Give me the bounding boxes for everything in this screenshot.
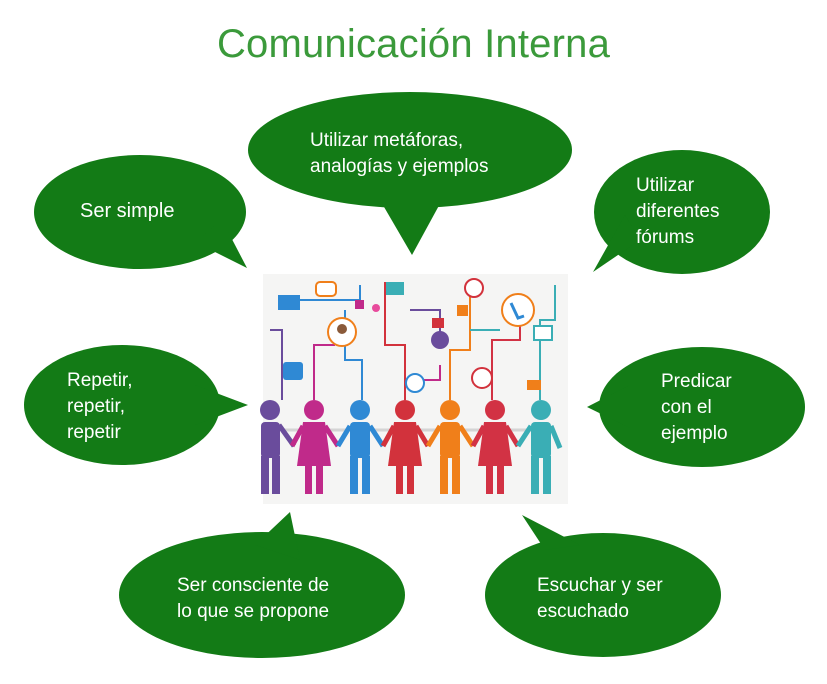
- bubble-escuchar: [485, 515, 721, 657]
- bubble-text-repetir: Repetir, repetir, repetir: [67, 368, 132, 446]
- bubble-forums: [593, 150, 770, 274]
- monitor-icon: [533, 325, 553, 341]
- bubble-line: Predicar: [661, 371, 732, 392]
- person-figure: [380, 400, 431, 494]
- bubble-line: Utilizar metáforas,: [310, 130, 464, 151]
- pencil-icon: [431, 331, 449, 349]
- bubble-predicar: [587, 347, 805, 467]
- person-figure: [289, 400, 341, 494]
- book-icon: [432, 318, 444, 328]
- network-people-illustration: [260, 274, 568, 504]
- page-title: Comunicación Interna: [216, 22, 611, 66]
- bubble-line: lo que se propone: [177, 601, 330, 622]
- people-row: [260, 400, 563, 494]
- bubble-line: Escuchar y ser: [537, 575, 663, 596]
- bubble-text-predicar: Predicar con el ejemplo: [661, 369, 732, 447]
- person-figure: [425, 400, 476, 494]
- bubble-line: Ser simple: [80, 200, 175, 222]
- chat-icon: [315, 281, 337, 297]
- bubble-line: escuchado: [537, 601, 629, 622]
- at-sign-icon: [464, 278, 484, 298]
- person-figure: [515, 400, 563, 494]
- bubble-consciente: [119, 512, 405, 658]
- person-figure: [470, 400, 521, 494]
- bubble-line: Ser consciente de: [177, 575, 330, 596]
- bubble-text-consciente: Ser consciente de lo que se propone: [177, 573, 329, 625]
- bubble-text-escuchar: Escuchar y ser escuchado: [537, 573, 663, 625]
- bubble-line: repetir,: [67, 396, 126, 417]
- bubble-text-simple: Ser simple: [80, 198, 174, 224]
- person-figure: [260, 400, 297, 494]
- bubble-simple: [34, 155, 247, 269]
- tag-icon: [355, 300, 364, 309]
- person-figure: [335, 400, 386, 494]
- bubble-metaforas: [248, 92, 572, 255]
- bubble-line: Repetir,: [67, 370, 133, 391]
- emoticon-icon: [527, 380, 541, 390]
- bubble-line: Utilizar: [636, 175, 695, 196]
- mail-icon: [278, 295, 300, 310]
- bubble-text-forums: Utilizar diferentes fórums: [636, 173, 719, 251]
- star-icon: [372, 304, 380, 312]
- network-icons: [278, 278, 553, 393]
- download-icon: [471, 367, 493, 389]
- bubble-line: analogías y ejemplos: [310, 156, 489, 177]
- bubble-line: ejemplo: [661, 423, 728, 444]
- bubble-repetir: [24, 345, 248, 465]
- person-icon: [405, 373, 425, 393]
- bubble-line: con el: [661, 397, 712, 418]
- bubble-line: fórums: [636, 227, 695, 248]
- network-lines: [270, 282, 556, 400]
- like-icon: [283, 362, 303, 380]
- phone-icon: [501, 293, 535, 327]
- document-icon: [457, 305, 468, 316]
- bubble-text-metaforas: Utilizar metáforas, analogías y ejemplos: [310, 128, 489, 180]
- bubble-line: repetir: [67, 422, 121, 443]
- card-icon: [386, 282, 404, 295]
- bubble-line: diferentes: [636, 201, 720, 222]
